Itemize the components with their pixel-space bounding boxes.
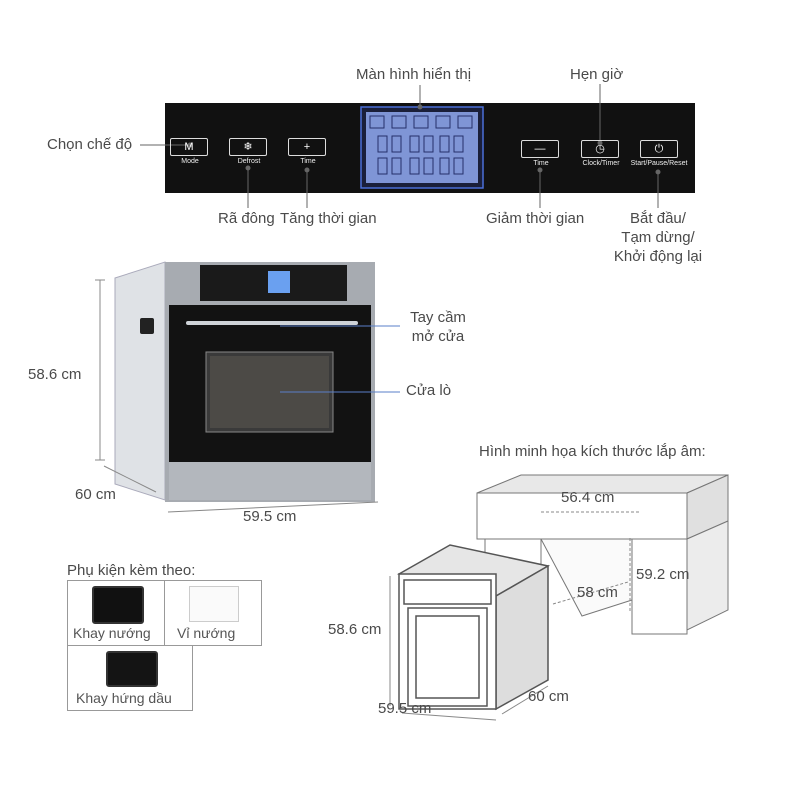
drip-tray-image xyxy=(106,651,158,687)
display-screen xyxy=(366,112,478,183)
handle-label-line1: Tay cầm xyxy=(410,309,466,326)
install-oven xyxy=(396,544,551,711)
mode-caption: Mode xyxy=(181,158,199,165)
handle-label-line2: mở cửa xyxy=(411,327,465,345)
start-label-line3: Khởi động lại xyxy=(613,247,703,265)
display-segments xyxy=(369,115,473,175)
cabinet-height-label: 59.2 cm xyxy=(636,566,690,583)
accessory-label: Vỉ nướng xyxy=(177,625,236,641)
display-label: Màn hình hiển thị xyxy=(356,66,472,83)
time-plus-caption: Time xyxy=(300,158,316,165)
grill-rack-image xyxy=(189,586,239,622)
cabinet-depth-label: 58 cm xyxy=(577,584,618,601)
baking-tray-image xyxy=(92,586,144,624)
accessory-baking-tray: Khay nướng xyxy=(67,580,165,646)
accessory-grill-rack: Vỉ nướng xyxy=(164,580,262,646)
plus-icon: + xyxy=(303,141,311,153)
power-icon: ⏻ xyxy=(654,143,664,155)
install-oven-height-label: 58.6 cm xyxy=(328,621,382,638)
defrost-button[interactable]: ❄ xyxy=(229,138,267,156)
installation-title: Hình minh họa kích thước lắp âm: xyxy=(479,443,706,460)
mode-button[interactable]: M xyxy=(170,138,208,156)
cabinet xyxy=(476,474,729,635)
accessory-label: Khay nướng xyxy=(73,625,151,641)
start-button[interactable]: ⏻ xyxy=(640,140,678,158)
handle-label: Tay cầm mở cửa xyxy=(400,309,476,347)
start-label: Bắt đầu/ Tạm dừng/ Khởi động lại xyxy=(608,210,708,266)
defrost-caption: Defrost xyxy=(237,158,261,165)
start-caption: Start/Pause/Reset xyxy=(630,160,688,167)
cabinet-width-label: 56.4 cm xyxy=(561,489,615,506)
accessory-drip-tray: Khay hứng dầu xyxy=(67,645,193,711)
oven-side xyxy=(114,261,166,501)
accessory-label: Khay hứng dầu xyxy=(76,690,172,706)
start-label-line2: Tạm dừng/ xyxy=(621,228,695,246)
defrost-label: Rã đông xyxy=(218,210,275,227)
clock-caption: Clock/Timer xyxy=(582,160,620,167)
install-oven-depth-label: 60 cm xyxy=(528,688,569,705)
time-plus-button[interactable]: + xyxy=(288,138,326,156)
clock-button[interactable]: ◷ xyxy=(581,140,619,158)
time-minus-button[interactable]: — xyxy=(521,140,559,158)
timer-label: Hẹn giờ xyxy=(570,66,624,83)
start-label-line1: Bắt đầu/ xyxy=(630,210,686,227)
oven-width-label: 59.5 cm xyxy=(243,508,297,525)
accessories-title: Phụ kiện kèm theo: xyxy=(67,562,196,579)
time-minus-caption: Time xyxy=(533,160,549,167)
clock-icon: ◷ xyxy=(595,143,605,155)
mode-select-label: Chọn chế độ xyxy=(47,136,133,153)
oven-depth-label: 60 cm xyxy=(75,486,116,503)
snowflake-icon: ❄ xyxy=(243,141,253,153)
door-label: Cửa lò xyxy=(406,382,452,399)
minus-icon: — xyxy=(534,143,546,155)
time-down-label: Giảm thời gian xyxy=(486,210,585,227)
oven-height-label: 58.6 cm xyxy=(28,366,82,383)
install-oven-width-label: 59.5 cm xyxy=(378,700,432,717)
time-up-label: Tăng thời gian xyxy=(280,210,377,227)
